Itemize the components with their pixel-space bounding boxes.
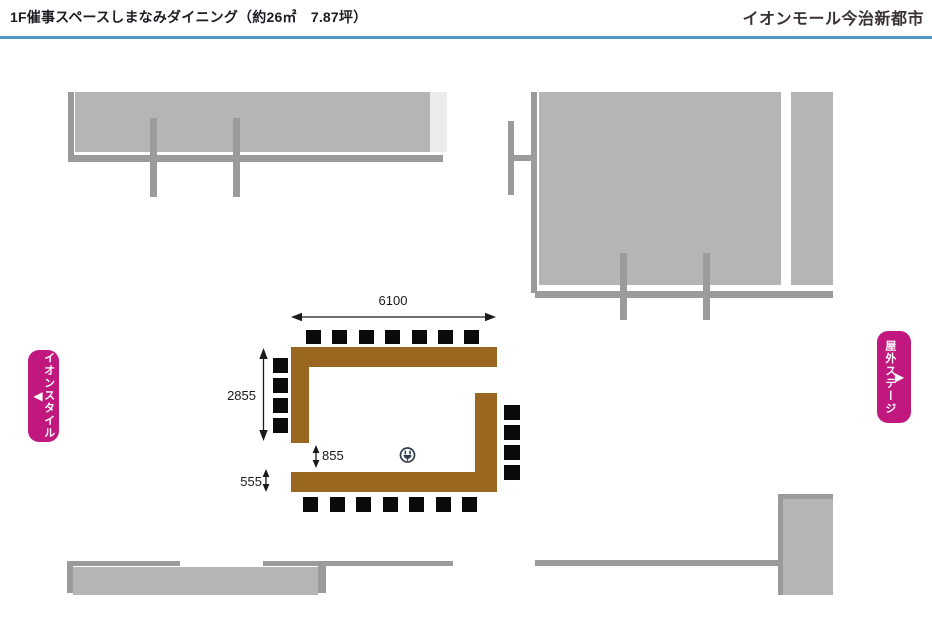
seat-marker-top [306, 330, 321, 344]
seat-marker-left [273, 398, 288, 413]
structure-topleft-post-2 [233, 118, 240, 197]
structure-bottomleft-wall-b [263, 561, 453, 566]
seat-marker-right [504, 445, 520, 460]
structure-bottomleft-wall-a [67, 561, 180, 566]
structure-topright-block-strip [791, 92, 833, 285]
sign-aeon-style-label: イオンスタイル [42, 352, 55, 440]
counter-bottom [291, 472, 497, 492]
arrow-right-icon: ▶ [894, 370, 905, 384]
structure-bottomleft-stub [67, 561, 73, 593]
header-divider [0, 36, 932, 39]
seat-marker-top [438, 330, 453, 344]
structure-topleft-block-light [430, 92, 447, 152]
seat-marker-right [504, 425, 520, 440]
seat-marker-top [385, 330, 401, 344]
dimension-depth-arrow [259, 348, 268, 441]
structure-bottomleft-post [318, 561, 326, 593]
seat-marker-top [411, 330, 427, 344]
structure-topright-wall-bottom [535, 291, 833, 298]
structure-topright-post-2 [703, 253, 710, 320]
dimension-front-label: 555 [240, 474, 262, 489]
power-outlet-icon [399, 447, 416, 463]
structure-topleft-block [75, 92, 430, 152]
seat-marker-top [358, 330, 374, 344]
dimension-width-label: 6100 [378, 293, 408, 308]
structure-topleft-post-1 [150, 118, 157, 197]
seat-marker-bottom [409, 497, 424, 512]
dimension-width-arrow [291, 312, 496, 322]
structure-topright-post-1 [620, 253, 627, 320]
arrow-left-icon: ◀ [33, 389, 43, 403]
structure-bottomright-block [783, 499, 833, 595]
structure-topright-block [539, 92, 781, 285]
sign-outdoor-stage-label: 屋外ステージ [883, 339, 896, 415]
structure-topleft-wall-left [68, 92, 74, 162]
sign-aeon-style: ◀ イオンスタイル [28, 350, 59, 442]
seat-marker-bottom [303, 497, 318, 512]
seat-marker-bottom [435, 497, 451, 512]
dimension-depth-label: 2855 [227, 388, 256, 403]
mall-name: イオンモール今治新都市 [742, 11, 924, 28]
seat-marker-right [504, 405, 520, 420]
seat-marker-bottom [329, 497, 345, 512]
counter-right [475, 393, 497, 492]
structure-bottomleft-block [73, 567, 318, 595]
dimension-gap-label: 855 [322, 448, 344, 463]
counter-top [291, 347, 497, 367]
seat-marker-left [273, 358, 288, 373]
seat-marker-left [273, 418, 288, 433]
counter-left [291, 347, 309, 443]
sign-outdoor-stage: 屋外ステージ ▶ [877, 331, 911, 423]
dimension-front-arrow [262, 469, 270, 492]
seat-marker-bottom [382, 497, 398, 512]
seat-marker-top [332, 330, 348, 344]
structure-topright-stub-h [508, 155, 534, 161]
seat-marker-bottom [356, 497, 371, 512]
structure-bottomright-wall [535, 560, 780, 566]
structure-topleft-wall-bottom [68, 155, 443, 162]
seat-marker-bottom [462, 497, 477, 512]
structure-topright-wall-left [531, 92, 537, 293]
page-title: 1F催事スペースしまなみダイニング（約26㎡ 7.87坪） [10, 9, 368, 25]
seat-marker-left [273, 378, 288, 393]
seat-marker-top [464, 330, 480, 344]
seat-marker-right [504, 465, 520, 480]
dimension-gap-arrow [312, 445, 320, 468]
